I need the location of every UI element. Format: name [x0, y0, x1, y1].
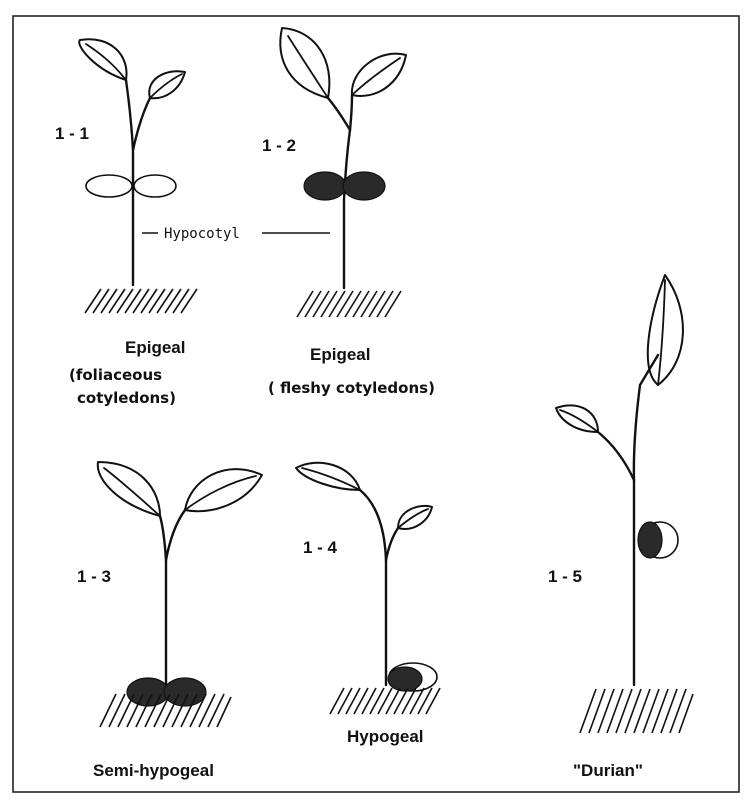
seedling-1-2-leaf-right-vein	[352, 58, 400, 95]
seedling-1-5-stem	[634, 355, 658, 685]
seedling-1-5: 1 - 5 "Durian"	[548, 275, 693, 780]
seedling-1-5-cotyledon	[638, 522, 662, 558]
seedling-1-2-branch	[328, 98, 350, 130]
seedling-1-1: 1 - 1 Epigeal (foliaceous cotyledons)	[55, 39, 197, 407]
seedling-1-3: 1 - 3 Semi-hypogeal	[77, 462, 262, 780]
panel-sublabel-1-1-b: cotyledons)	[77, 389, 176, 407]
seedling-1-1-stem	[126, 80, 133, 285]
soil-hatch-1-2	[297, 291, 401, 317]
seedling-1-3-stem	[160, 516, 166, 688]
seedling-1-4: 1 - 4 Hypogeal	[296, 463, 440, 746]
panel-number-1-4: 1 - 4	[303, 538, 338, 557]
hypocotyl-callout: Hypocotyl	[142, 226, 330, 242]
panel-label-1-3: Semi-hypogeal	[93, 761, 214, 780]
seedling-1-1-leaf-left	[79, 39, 126, 80]
panel-number-1-1: 1 - 1	[55, 124, 89, 143]
panel-number-1-5: 1 - 5	[548, 567, 582, 586]
hypocotyl-label: Hypocotyl	[164, 226, 240, 242]
seedling-1-4-stem	[360, 490, 386, 685]
seedling-1-2-cotyledon-right	[343, 172, 385, 200]
seedling-1-3-leaf-right	[185, 469, 262, 511]
seedling-1-3-leaf-right-vein	[185, 476, 256, 510]
seedling-1-4-branch	[386, 528, 398, 560]
panel-label-1-5: "Durian"	[573, 761, 643, 780]
panel-number-1-3: 1 - 3	[77, 567, 111, 586]
soil-hatch-1-1	[85, 289, 197, 313]
seedling-1-1-cotyledon-left	[86, 175, 132, 197]
seedling-1-4-cotyledon	[388, 667, 422, 691]
seedling-1-1-cotyledon-right	[134, 175, 176, 197]
seedling-1-2: 1 - 2 Epigeal ( fleshy cotyledons)	[262, 28, 435, 397]
panel-label-1-1: Epigeal	[125, 338, 185, 357]
seedling-1-2-cotyledon-left	[304, 172, 346, 200]
seedling-1-4-leaf-right-vein	[398, 509, 428, 528]
panel-label-1-2: Epigeal	[310, 345, 370, 364]
seedling-1-3-branch	[166, 510, 185, 560]
seedling-1-1-branch	[133, 98, 150, 150]
seedling-1-5-branch	[598, 432, 634, 480]
panel-sublabel-1-2: ( fleshy cotyledons)	[268, 379, 435, 397]
seedling-1-5-leaf-top-vein	[658, 280, 665, 385]
soil-hatch-1-4	[330, 688, 440, 714]
seedling-1-2-leaf-left-vein	[288, 36, 328, 98]
panel-sublabel-1-1-a: (foliaceous	[69, 366, 162, 384]
panel-number-1-2: 1 - 2	[262, 136, 296, 155]
seedling-1-1-leaf-left-vein	[86, 44, 126, 80]
panel-label-1-4: Hypogeal	[347, 727, 424, 746]
soil-hatch-1-5	[580, 689, 693, 733]
